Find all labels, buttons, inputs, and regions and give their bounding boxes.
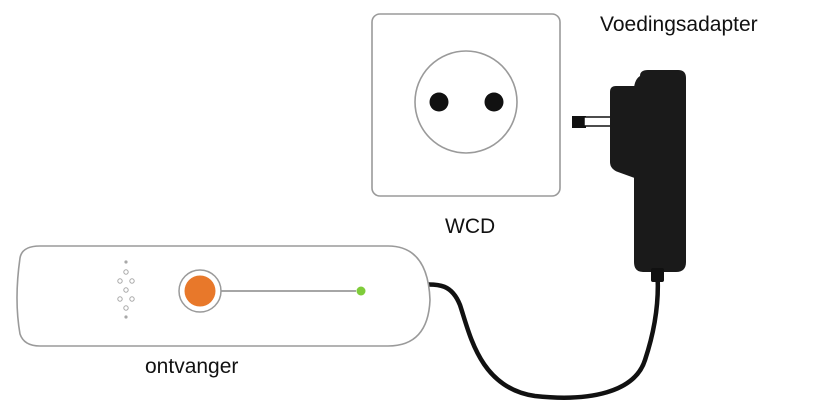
adapter-body (634, 70, 686, 272)
socket-hole-left (429, 92, 449, 112)
indicator-led (356, 286, 366, 296)
wall-socket-icon (371, 13, 561, 197)
adapter-plate (610, 86, 640, 180)
adapter-label: Voedingsadapter (600, 13, 758, 36)
socket-label: WCD (445, 215, 495, 238)
adapter-prong (583, 116, 613, 127)
adapter-strain-relief (651, 268, 664, 282)
receiver-button (184, 275, 216, 307)
socket-hole-right (484, 92, 504, 112)
power-cable (415, 265, 661, 400)
receiver-dot-pattern (117, 260, 135, 319)
receiver-device-icon (16, 245, 431, 347)
receiver-body (16, 245, 431, 347)
adapter-prong-tip (572, 116, 586, 128)
socket-face (414, 50, 518, 154)
receiver-label: ontvanger (145, 355, 238, 378)
power-adapter-icon (572, 70, 686, 282)
